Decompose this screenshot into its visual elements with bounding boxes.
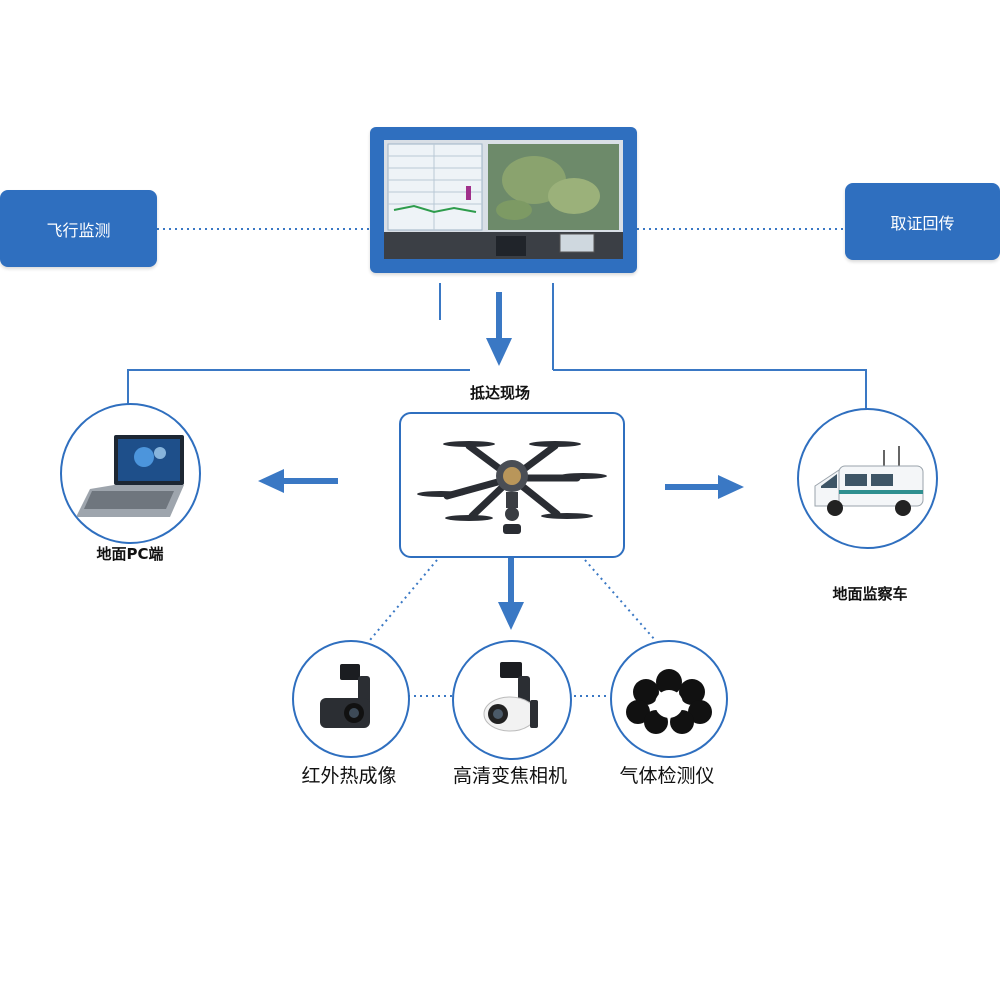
arrow-to-pc-head bbox=[258, 469, 284, 493]
thermal-camera-icon bbox=[320, 664, 370, 728]
zoom-camera-label: 高清变焦相机 bbox=[452, 765, 567, 787]
branch-to-pc bbox=[127, 369, 470, 405]
dotted-to-gas bbox=[584, 559, 656, 641]
ground-pc-node[interactable] bbox=[60, 403, 201, 544]
ground-van-node[interactable] bbox=[797, 408, 938, 549]
thermal-camera-node[interactable] bbox=[292, 640, 410, 758]
arrow-monitor-drone-head bbox=[486, 338, 512, 366]
zoom-camera-node[interactable] bbox=[452, 640, 572, 760]
arrow-to-van-head bbox=[718, 475, 744, 499]
ground-van-label: 地面监察车 bbox=[832, 585, 908, 603]
dotted-to-thermal bbox=[369, 559, 438, 641]
flight-monitoring-box[interactable]: 飞行监测 bbox=[0, 190, 157, 267]
gas-detector-node[interactable] bbox=[610, 640, 728, 758]
laptop-icon bbox=[76, 435, 184, 517]
hexacopter-drone-icon bbox=[417, 441, 607, 534]
evidence-return-box[interactable]: 取证回传 bbox=[845, 183, 1000, 260]
control-room-monitor bbox=[370, 127, 637, 273]
gas-detector-label: 气体检测仪 bbox=[619, 765, 715, 787]
control-room-screen-icon bbox=[384, 140, 623, 259]
drone-panel bbox=[399, 412, 625, 558]
arrive-on-site-caption: 抵达现场 bbox=[469, 384, 530, 402]
gas-detector-icon bbox=[626, 669, 712, 734]
branch-to-van bbox=[553, 369, 867, 410]
ground-pc-label: 地面PC端 bbox=[96, 545, 164, 563]
zoom-camera-icon bbox=[483, 662, 538, 732]
arrow-to-payload-head bbox=[498, 602, 524, 630]
thermal-camera-label: 红外热成像 bbox=[301, 765, 397, 787]
monitoring-van-icon bbox=[814, 446, 924, 516]
